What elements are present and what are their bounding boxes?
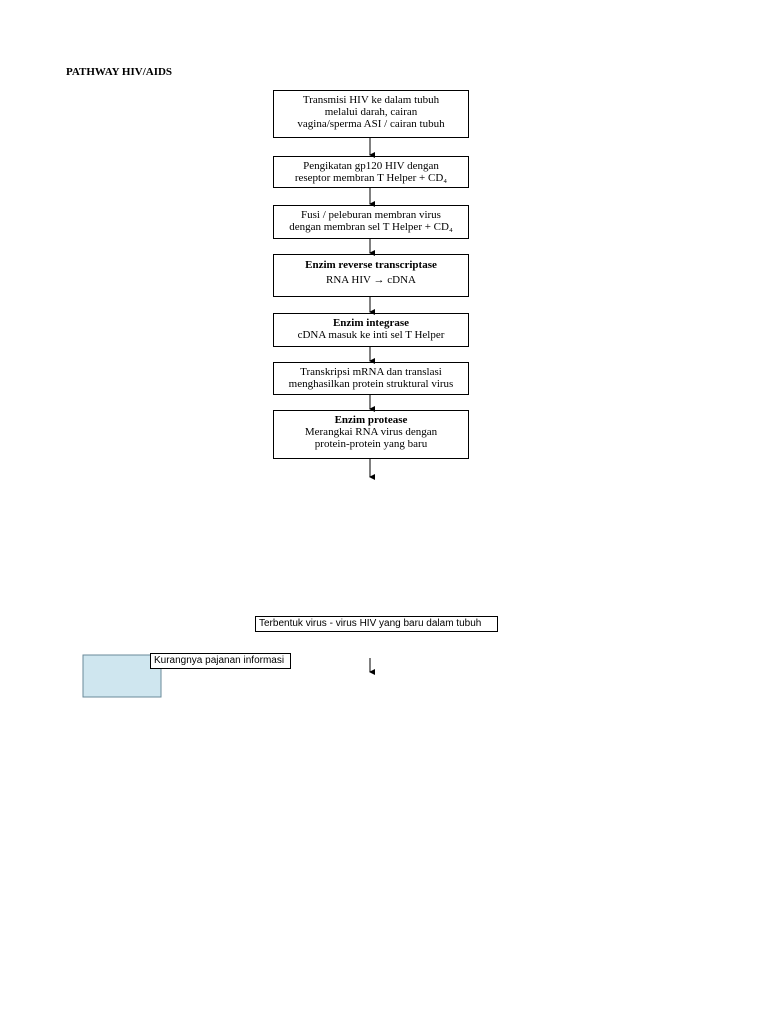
integrase-body: cDNA masuk ke inti sel T Helper: [297, 329, 445, 341]
box-pengikatan: Pengikatan gp120 HIV dengan reseptor mem…: [273, 156, 469, 188]
box-protease: Enzim protease Merangkai RNA virus denga…: [273, 410, 469, 459]
reverse-title: Enzim reverse transcriptase: [305, 259, 437, 271]
fusi-line-2: dengan membran sel T Helper + CD₄: [289, 221, 453, 233]
fusi-line-1: Fusi / peleburan membran virus: [301, 209, 441, 221]
pengikatan-line-1: Pengikatan gp120 HIV dengan: [303, 160, 439, 172]
protease-title: Enzim protease: [334, 414, 408, 426]
protease-line-1: Merangkai RNA virus dengan: [304, 426, 438, 438]
transmisi-line-1: Transmisi HIV ke dalam tubuh: [302, 94, 440, 106]
protease-line-2: protein-protein yang baru: [314, 438, 428, 450]
transkripsi-line-1: Transkripsi mRNA dan translasi: [300, 366, 442, 378]
page-title: PATHWAY HIV/AIDS: [66, 66, 173, 78]
defisiensi-box: [82, 654, 162, 698]
pengikatan-line-2: reseptor membran T Helper + CD₄: [294, 172, 448, 184]
box-integrase: Enzim integrase cDNA masuk ke inti sel T…: [273, 313, 469, 347]
box-reverse-transcriptase: Enzim reverse transcriptase RNA HIV → cD…: [273, 254, 469, 297]
label-terbentuk-virus: Terbentuk virus - virus HIV yang baru da…: [255, 616, 498, 632]
transkripsi-line-2: menghasilkan protein struktural virus: [288, 378, 454, 390]
integrase-title: Enzim integrase: [332, 317, 410, 329]
label-kurangnya-pajanan: Kurangnya pajanan informasi: [150, 653, 291, 669]
transmisi-line-2: melalui darah, cairan: [324, 106, 418, 118]
box-transmisi: Transmisi HIV ke dalam tubuh melalui dar…: [273, 90, 469, 138]
transmisi-line-3: vagina/sperma ASI / cairan tubuh: [297, 118, 445, 130]
reverse-body: RNA HIV → cDNA: [326, 274, 416, 286]
